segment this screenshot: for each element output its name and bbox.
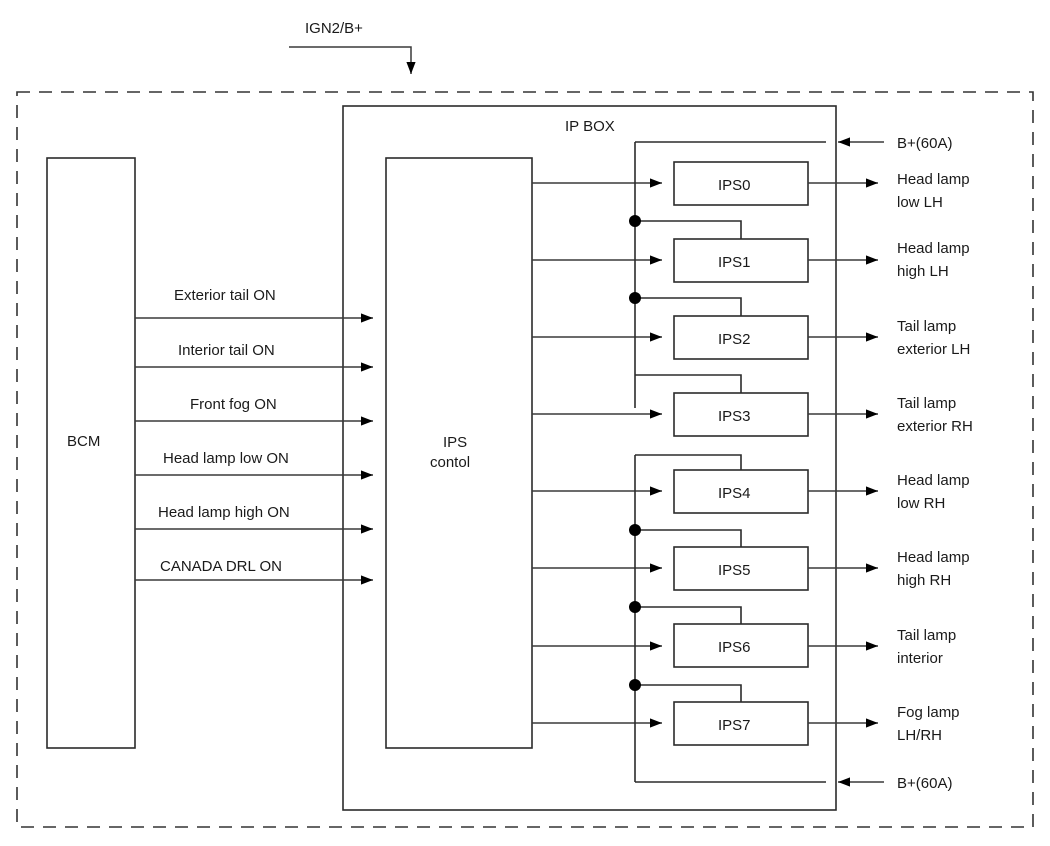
out-label-ips7-line2: LH/RH bbox=[897, 727, 942, 744]
ips-channel-boxes: IPS0 IPS1 IPS2 IPS3 IPS4 IPS5 IPS6 IPS7 bbox=[673, 161, 809, 746]
ips-box-label-ips7: IPS7 bbox=[718, 717, 751, 734]
ips-box-label-ips0: IPS0 bbox=[718, 177, 751, 194]
power-feed-ips7 bbox=[635, 684, 742, 703]
out-label-ips0-line2: low LH bbox=[897, 194, 943, 211]
power-bus-upper bbox=[629, 141, 826, 408]
out-label-ips3-line1: Tail lamp bbox=[897, 395, 956, 412]
out-label-ips2-line2: exterior LH bbox=[897, 341, 970, 358]
out-label-ips0-line1: Head lamp bbox=[897, 171, 970, 188]
ips-control-output-wires bbox=[532, 178, 662, 728]
out-label-ips4-line2: low RH bbox=[897, 495, 945, 512]
junction-dot-ips1 bbox=[629, 215, 641, 227]
ips-box-ips6 bbox=[673, 623, 809, 668]
ips-box-label-ips4: IPS4 bbox=[718, 485, 751, 502]
bcm-box bbox=[46, 157, 136, 749]
ips-control-label-line2: contol bbox=[430, 454, 470, 471]
junction-dot-ips5 bbox=[629, 524, 641, 536]
input-label-3: Head lamp low ON bbox=[163, 450, 289, 467]
input-signal-labels: Exterior tail ON Interior tail ON Front … bbox=[158, 287, 290, 575]
ips-box-label-ips5: IPS5 bbox=[718, 562, 751, 579]
ips-output-labels: Head lamp low LH Head lamp high LH Tail … bbox=[897, 171, 973, 744]
bcm-label: BCM bbox=[67, 433, 100, 450]
junction-dot-ips2 bbox=[629, 292, 641, 304]
power-feed-ips4 bbox=[635, 454, 742, 471]
out-label-ips7-line1: Fog lamp bbox=[897, 704, 960, 721]
ips-box-ips2 bbox=[673, 315, 809, 360]
power-feed-ips2 bbox=[635, 297, 742, 317]
power-feed-ips1 bbox=[635, 220, 742, 240]
power-bottom-label: B+(60A) bbox=[897, 775, 952, 792]
input-signal-wires bbox=[135, 313, 373, 585]
ips-control-box bbox=[385, 157, 533, 749]
power-top-label: B+(60A) bbox=[897, 135, 952, 152]
out-label-ips3-line2: exterior RH bbox=[897, 418, 973, 435]
input-label-5: CANADA DRL ON bbox=[160, 558, 282, 575]
out-label-ips5-line1: Head lamp bbox=[897, 549, 970, 566]
power-feed-ips5 bbox=[635, 529, 742, 548]
ips-box-ips4 bbox=[673, 469, 809, 514]
ips-box-ips5 bbox=[673, 546, 809, 591]
out-label-ips2-line1: Tail lamp bbox=[897, 318, 956, 335]
ips-box-label-ips1: IPS1 bbox=[718, 254, 751, 271]
ips-box-ips1 bbox=[673, 238, 809, 283]
ips-box-label-ips3: IPS3 bbox=[718, 408, 751, 425]
input-label-0: Exterior tail ON bbox=[174, 287, 276, 304]
power-feed-ips6 bbox=[635, 606, 742, 625]
out-label-ips6-line2: interior bbox=[897, 650, 943, 667]
ign2-label: IGN2/B+ bbox=[305, 20, 363, 37]
out-label-ips5-line2: high RH bbox=[897, 572, 951, 589]
ips-output-wires bbox=[808, 178, 878, 728]
out-label-ips4-line1: Head lamp bbox=[897, 472, 970, 489]
junction-dot-ips7 bbox=[629, 679, 641, 691]
power-feed-ips3 bbox=[635, 374, 742, 394]
ign2-wire bbox=[289, 46, 416, 74]
ips-control-label-line1: IPS bbox=[443, 434, 467, 451]
ip-box-label: IP BOX bbox=[565, 118, 615, 135]
ips-box-ips3 bbox=[673, 392, 809, 437]
ips-box-label-ips6: IPS6 bbox=[718, 639, 751, 656]
ips-box-label-ips2: IPS2 bbox=[718, 331, 751, 348]
vehicle-boundary-frame bbox=[16, 91, 1034, 828]
ips-box-ips0 bbox=[673, 161, 809, 206]
out-label-ips1-line2: high LH bbox=[897, 263, 949, 280]
out-label-ips1-line1: Head lamp bbox=[897, 240, 970, 257]
ips-box-ips7 bbox=[673, 701, 809, 746]
power-bus-lower bbox=[629, 454, 826, 783]
input-label-2: Front fog ON bbox=[190, 396, 277, 413]
out-label-ips6-line1: Tail lamp bbox=[897, 627, 956, 644]
junction-dot-ips6 bbox=[629, 601, 641, 613]
input-label-1: Interior tail ON bbox=[178, 342, 275, 359]
input-label-4: Head lamp high ON bbox=[158, 504, 290, 521]
